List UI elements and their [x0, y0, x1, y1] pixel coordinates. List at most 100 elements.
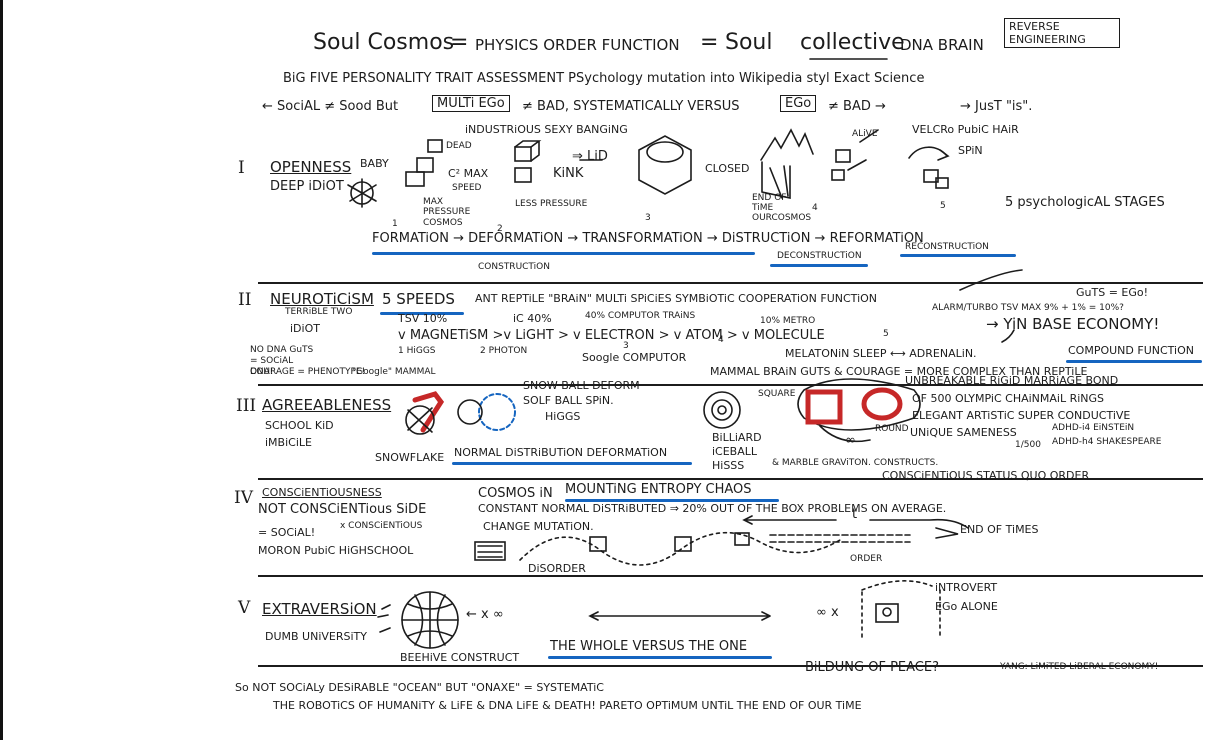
openness-velcro: VELCRo PubiC HAiR: [912, 123, 1019, 136]
footer-line-1: So NOT SOCiALy DESiRABLE "OCEAN" BUT "ON…: [235, 681, 604, 694]
agreeableness-numeral: III: [236, 396, 257, 416]
conscientiousness-moron: MORON PubiC HiGHSCHOOL: [258, 544, 414, 557]
conscientiousness-constant: CONSTANT NORMAL DiSTRiBUTED ⇒ 20% OUT OF…: [478, 502, 947, 515]
blue-underline-compound: [1066, 360, 1202, 363]
extraversion-beehive: BEEHiVE CONSTRUCT: [400, 651, 520, 664]
openness-lid: ⇒ LiD: [572, 149, 608, 164]
openness-speed: SPEED: [452, 183, 482, 193]
conscientiousness-not: NOT CONSCiENTious SiDE: [258, 502, 427, 517]
stage-num-2: 2: [497, 224, 503, 234]
neuroticism-metro: 10% METRO: [760, 316, 816, 326]
conscientiousness-status-quo: CONSCiENTiOUS STATUS QUO ORDER: [882, 469, 1090, 482]
agreeableness-unique: UNiQUE SAMENESS: [910, 426, 1017, 439]
neuroticism-yin: → YiN BASE ECONOMY!: [986, 315, 1160, 333]
agreeableness-infinity: ∞: [845, 433, 856, 448]
conscientiousness-sketches: [474, 515, 969, 566]
agreeableness-iceball: iCEBALL: [712, 445, 758, 458]
title-equals-1: =: [450, 30, 469, 55]
footer-bildung: BiLDUNG OF PEACE?: [805, 660, 939, 675]
neuroticism-heading: NEUROTiCiSM: [270, 290, 374, 308]
agreeableness-golfball: SOLF BALL SPiN.: [523, 394, 614, 407]
ego-line-right: ≠ BAD →: [828, 99, 886, 114]
openness-reconstruction: RECONSTRUCTiON: [905, 242, 989, 252]
footer-line-2: THE ROBOTiCS OF HUMANiTY & LiFE & DNA Li…: [273, 699, 862, 712]
blue-underline-five-speeds: [380, 312, 464, 315]
agreeableness-adhd-shakespeare: ADHD-h4 SHAKESPEARE: [1052, 437, 1162, 447]
agreeableness-higgs: HiGGS: [545, 410, 581, 423]
blue-underline-normal-distribution: [452, 462, 692, 465]
agreeableness-elegant: ELEGANT ARTiSTiC SUPER CONDUCTiVE: [912, 409, 1131, 422]
title-collective: collective: [800, 30, 905, 55]
openness-stages: 5 psychologicAL STAGES: [1005, 195, 1165, 210]
extraversion-infinity-x: ∞ x: [816, 605, 839, 620]
agreeableness-snowflake: SNOWFLAKE: [375, 451, 445, 464]
conscientiousness-end-times: END OF TiMES: [960, 523, 1039, 536]
reverse-engineering-box: REVERSE ENGINEERING: [1004, 18, 1120, 49]
blue-underline-mounting-entropy: [565, 499, 779, 502]
neuroticism-tsv: TSV 10%: [398, 312, 448, 325]
extraversion-x-infinity: ← x ∞: [466, 607, 504, 622]
openness-baby: BABY: [360, 157, 389, 170]
openness-max-pressure: MAX PRESSURE COSMOS: [423, 197, 471, 228]
conscientiousness-xcon: x CONSCiENTiOUS: [340, 521, 423, 531]
divider-5: [258, 665, 1203, 667]
extraversion-numeral: V: [238, 598, 251, 618]
openness-sub: DEEP iDiOT: [270, 179, 344, 194]
divider-1: [258, 282, 1203, 284]
agreeableness-square: SQUARE: [758, 389, 796, 399]
conscientiousness-heading: CONSCiENTiOUSNESS: [262, 486, 382, 499]
neuroticism-computor-trains: 40% COMPUTOR TRAiNS: [585, 311, 696, 321]
neuroticism-courage: COURAGE = PHENOTYPE!: [250, 367, 366, 377]
openness-closed: CLOSED: [705, 162, 750, 175]
neuroticism-terrible: TERRiBLE TWO: [285, 307, 353, 317]
neuroticism-melatonin: MELATONiN SLEEP ⟷ ADRENALiN.: [785, 347, 977, 360]
neuroticism-higgs: 1 HiGGS: [398, 346, 436, 356]
stage-num-1: 1: [392, 219, 398, 229]
stage-num-4: 4: [812, 203, 818, 213]
neuroticism-chain: v MAGNETiSM >v LiGHT > v ELECTRON > v AT…: [398, 328, 825, 343]
blue-underline-whole-versus-one: [548, 656, 772, 659]
title-soul-cosmos: Soul Cosmos: [313, 30, 455, 55]
blue-underline-reconstruction: [900, 254, 1016, 257]
agreeableness-ratio: 1/500: [1015, 440, 1041, 450]
openness-dead: DEAD: [446, 141, 472, 151]
title-physics-order-function: PHYSICS ORDER FUNCTION: [475, 36, 680, 54]
neuroticism-google-mammal: "Google" MAMMAL: [352, 367, 436, 377]
multi-ego-box: MULTi EGo: [432, 95, 510, 112]
agreeableness-heading: AGREEABLENESS: [262, 396, 392, 414]
agreeableness-marble: & MARBLE GRAViTON. CONSTRUCTS.: [772, 458, 939, 468]
conscientiousness-cosmos-in: COSMOS iN: [478, 486, 553, 501]
agreeableness-sub1: SCHOOL KiD: [265, 419, 334, 432]
ego-line-left: ← SociAL ≠ Sood But: [262, 99, 399, 114]
extraversion-sketches: [377, 580, 941, 649]
neuroticism-photon: 2 PHOTON: [480, 346, 528, 356]
openness-top-caption: iNDUSTRiOUS SEXY BANGiNG: [465, 123, 628, 136]
openness-alive: ALiVE: [852, 129, 878, 139]
extraversion-whole: THE WHOLE VERSUS THE ONE: [550, 639, 748, 654]
conscientiousness-disorder: DiSORDER: [528, 562, 586, 575]
extraversion-introvert: iNTROVERT: [935, 581, 998, 594]
stage-num-3: 3: [645, 213, 651, 223]
neuroticism-num-4: 4: [718, 335, 724, 345]
openness-less-pressure: LESS PRESSURE: [515, 199, 588, 209]
ego-line-end: → JusT "is".: [960, 99, 1033, 114]
neuroticism-compound: COMPOUND FUNCTiON: [1068, 344, 1194, 357]
neuroticism-ic: iC 40%: [513, 312, 552, 325]
agreeableness-round: ROUND: [875, 424, 909, 434]
conscientiousness-numeral: IV: [234, 488, 253, 508]
neuroticism-five-speeds: 5 SPEEDS: [382, 290, 455, 308]
openness-c2max: C² MAX: [448, 167, 489, 180]
agreeableness-unbreakable: UNBREAKABLE RiGiD MARRiAGE BOND: [905, 374, 1119, 387]
neuroticism-google-computor: Soogle COMPUTOR: [582, 351, 687, 364]
blue-underline-deconstruction: [770, 264, 868, 267]
neuroticism-num-3: 3: [623, 341, 629, 351]
agreeableness-hisss: HiSSS: [712, 459, 745, 472]
neuroticism-guts: GuTS = EGo!: [1076, 286, 1149, 299]
neuroticism-alarm: ALARM/TURBO TSV MAX 9% + 1% = 10%?: [932, 303, 1124, 313]
openness-dice-sketches: [347, 128, 950, 208]
title-dna-brain: DNA BRAIN: [900, 36, 984, 54]
conscientiousness-change: CHANGE MUTATiON.: [483, 520, 594, 533]
extraversion-ego-alone: EGo ALONE: [935, 600, 998, 613]
openness-heading: OPENNESS: [270, 158, 352, 176]
